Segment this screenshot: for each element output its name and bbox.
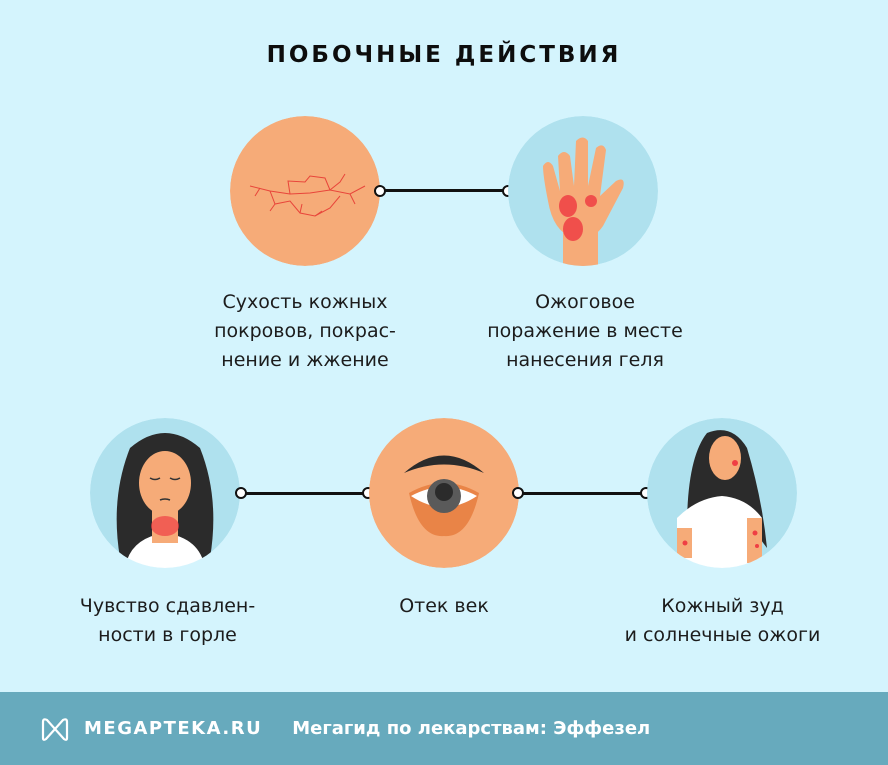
hand-burn-icon [508, 116, 658, 266]
connector-line [522, 492, 642, 495]
woman-itch-icon [647, 418, 797, 568]
caption-burn: Ожоговое поражение в месте нанесения гел… [487, 291, 683, 371]
megapteka-logo-icon [41, 717, 69, 741]
brand-name: MEGAPTEKA.RU [84, 718, 263, 739]
footer-tagline: Мегагид по лекарствам: Эффезел [292, 718, 651, 739]
connector-line [245, 492, 365, 495]
cracked-skin-icon [230, 116, 380, 266]
caption-throat: Чувство сдавлен- ности в горле [79, 595, 256, 646]
page-title: ПОБОЧНЫЕ ДЕЙСТВИЯ [266, 42, 622, 68]
connector-line [384, 189, 504, 192]
woman-throat-icon [90, 418, 240, 568]
footer-bar: MEGAPTEKA.RU Мегагид по лекарствам: Эффе… [0, 692, 888, 765]
caption-itch: Кожный зуд и солнечные ожоги [624, 595, 821, 646]
swollen-eye-icon [369, 418, 519, 568]
caption-eyelid: Отек век [399, 595, 489, 617]
caption-dry-skin: Сухость кожных покровов, покрас- нение и… [214, 291, 396, 371]
